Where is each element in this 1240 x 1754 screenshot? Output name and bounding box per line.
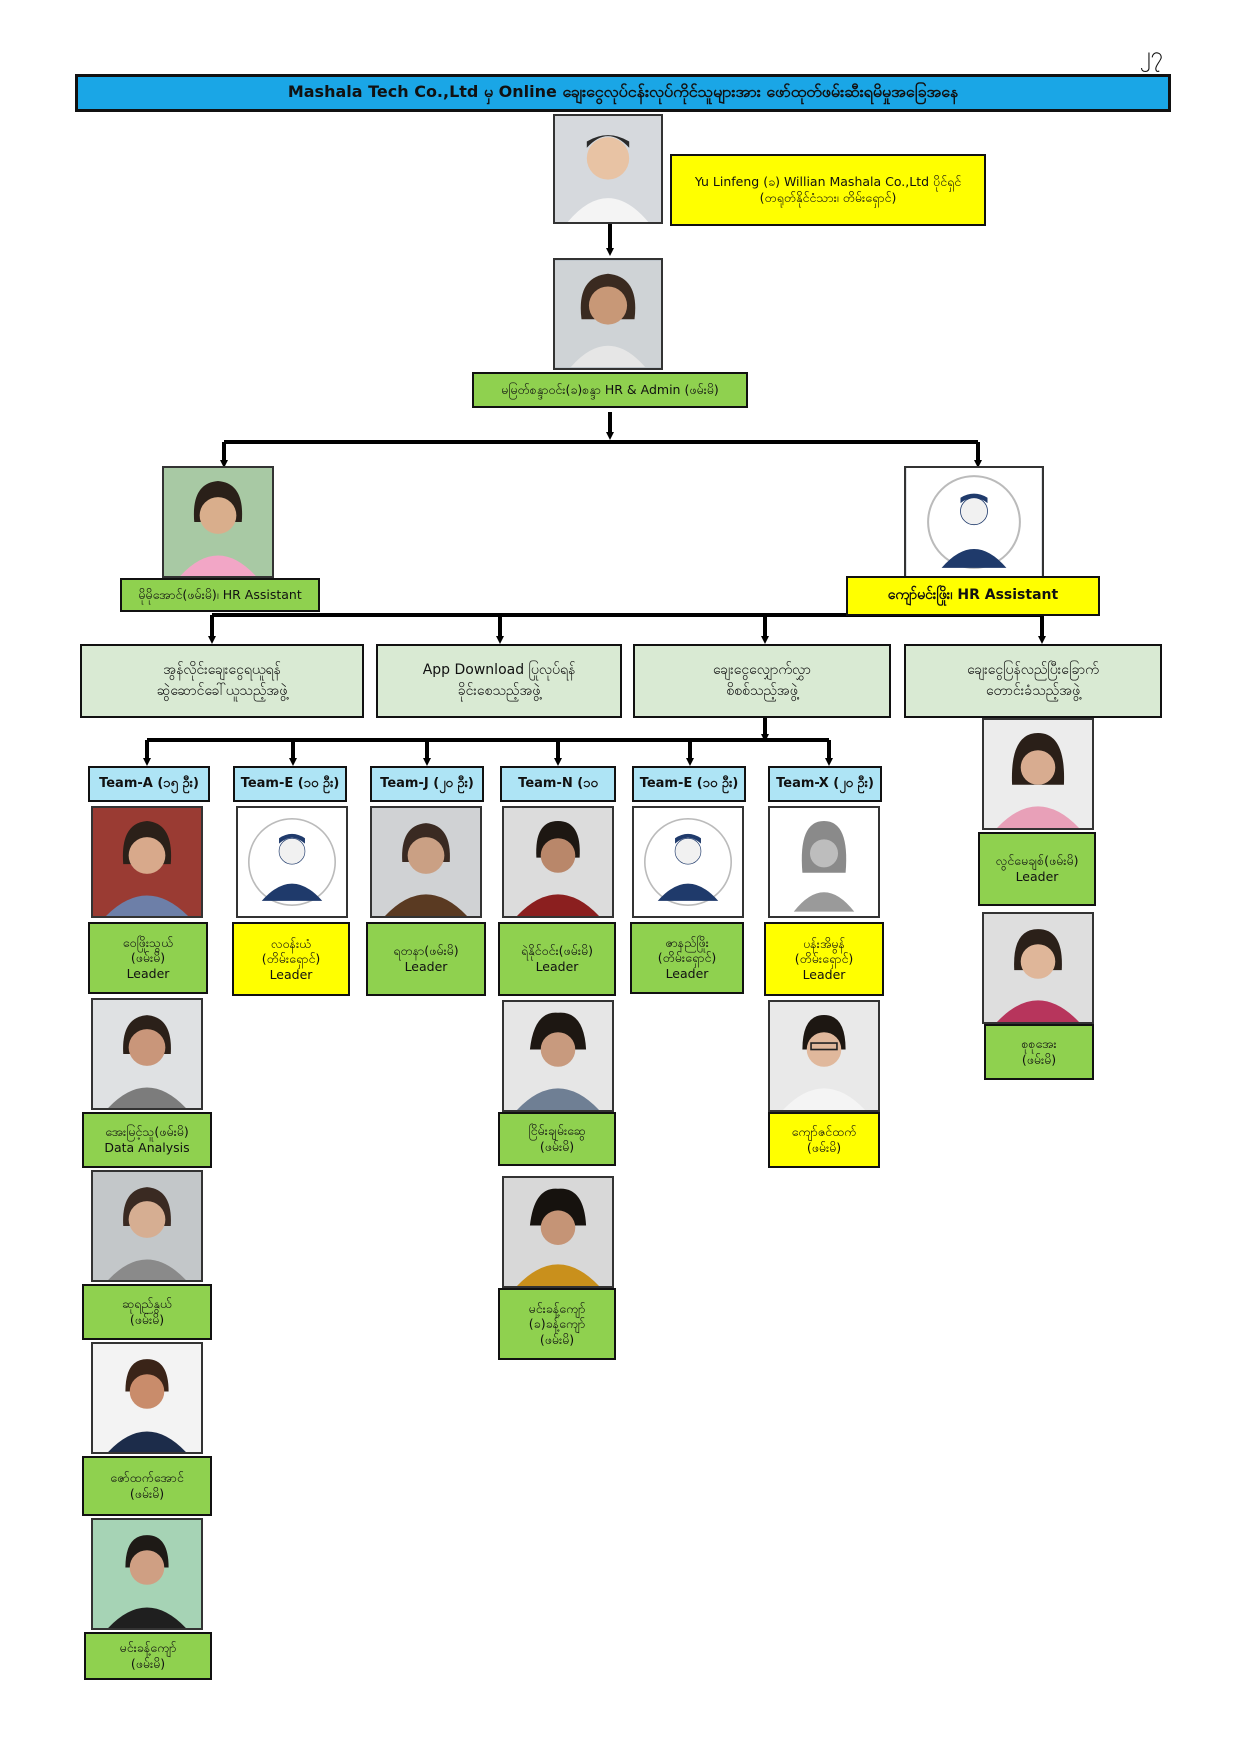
- collector-1-name: လွင်မေချစ်(ဖမ်းမိ): [995, 853, 1079, 869]
- team-n-member-1-name: ငြိမ်းချမ်းဆွေ: [528, 1123, 586, 1139]
- team-e-leader-role: Leader: [269, 966, 313, 982]
- group-collection-line2: တောင်းခံသည့်အဖွဲ့: [985, 683, 1081, 699]
- team-a-member-3-label: ဇော်ထက်အောင် (ဖမ်းမိ): [82, 1456, 212, 1516]
- boss-status: (တရုတ်နိုင်ငံသား၊ တိမ်းရှောင်): [759, 190, 897, 205]
- collector-2-name: စုစုအေး: [1021, 1036, 1057, 1052]
- team-n-header: Team-N (၁၀: [500, 766, 616, 802]
- team-e-leader-name: လဝန်းယံ: [270, 935, 312, 951]
- collector-2-status: (ဖမ်းမိ): [1021, 1052, 1057, 1067]
- team-a-member-1-name: အေးမြင့်သူ(ဖမ်းမိ): [105, 1124, 189, 1140]
- team-a-leader-photo: [91, 806, 203, 918]
- team-n-leader-role: Leader: [535, 959, 579, 974]
- team-e2-leader-name: ဇာနည်ဖြိုး: [665, 934, 709, 950]
- team-a-leader-label: ဝေဖြိုးသွယ် (ဖမ်းမိ) Leader: [88, 922, 208, 994]
- group-verification: ချေးငွေလျှောက်လွှာ စိစစ်သည့်အဖွဲ့: [633, 644, 891, 718]
- collector-1-photo: [982, 718, 1094, 830]
- collector-1-label: လွင်မေချစ်(ဖမ်းမိ) Leader: [978, 832, 1096, 906]
- team-n-leader-photo: [502, 806, 614, 918]
- group-app-download-line1: App Download ပြုလုပ်ရန်: [422, 662, 576, 678]
- page-number: ၂၇: [1140, 43, 1164, 68]
- boss-photo: [553, 114, 663, 224]
- hr-admin-photo: [553, 258, 663, 370]
- team-a-leader-name: ဝေဖြိုးသွယ်: [122, 934, 174, 950]
- team-a-member-4-status: (ဖမ်းမိ): [130, 1656, 166, 1671]
- team-j-leader-role: Leader: [404, 959, 448, 974]
- team-x-leader-name: ပန်းအိမွန်: [803, 935, 845, 951]
- team-j-header: Team-J (၂၀ ဦး): [370, 766, 484, 802]
- hr-assistant-left-photo: [162, 466, 274, 578]
- boss-name: Yu Linfeng (ခ) Willian Mashala Co.,Ltd ပ…: [694, 174, 962, 190]
- team-a-member-4-photo: [91, 1518, 203, 1630]
- team-j-leader-name: ရတနာ(ဖမ်းမိ): [393, 943, 459, 959]
- team-a-member-2-status: (ဖမ်းမိ): [129, 1312, 165, 1327]
- group-app-download-line2: ခိုင်းစေသည့်အဖွဲ့: [457, 683, 541, 699]
- team-x-header: Team-X (၂၀ ဦး): [768, 766, 882, 802]
- group-app-download: App Download ပြုလုပ်ရန် ခိုင်းစေသည့်အဖွဲ…: [376, 644, 622, 718]
- team-a-member-3-photo: [91, 1342, 203, 1454]
- group-collection: ချေးငွေပြန်လည်ပြီးခြောက် တောင်းခံသည့်အဖွ…: [904, 644, 1162, 718]
- team-a-leader-status: (ဖမ်းမိ): [130, 950, 166, 966]
- team-e-header: Team-E (၁၀ ဦး): [233, 766, 347, 802]
- team-a-member-1-photo: [91, 998, 203, 1110]
- team-x-member-1-photo: [768, 1000, 880, 1112]
- team-e2-leader-role: Leader: [665, 965, 709, 981]
- hr-assistant-right-photo: [904, 466, 1044, 578]
- team-n-leader-label: ရဲနိုင်ဝင်း(ဖမ်းမိ) Leader: [498, 922, 616, 996]
- team-j-leader-label: ရတနာ(ဖမ်းမိ) Leader: [366, 922, 486, 996]
- team-a-leader-role: Leader: [126, 965, 170, 981]
- team-x-leader-role: Leader: [802, 966, 846, 982]
- team-a-member-1-role: Data Analysis: [104, 1140, 190, 1155]
- team-a-member-2-name: ဆုရည်နွယ်: [122, 1296, 172, 1312]
- group-recruitment: အွန်လိုင်းချေးငွေရယူရန် ဆွဲဆောင်ခေါ်ယူသည…: [80, 644, 364, 718]
- team-x-leader-photo: [768, 806, 880, 918]
- team-e2-header: Team-E (၁၀ ဦး): [632, 766, 746, 802]
- team-n-member-1-status: (ဖမ်းမိ): [539, 1139, 575, 1154]
- team-a-member-4-name: မင်းခန့်ကျော်: [119, 1640, 177, 1656]
- team-x-member-1-name: ကျော်ဇင်ထက်: [791, 1124, 857, 1140]
- team-x-member-1-status: (ဖမ်းမိ): [806, 1140, 842, 1155]
- team-n-member-2-label: မင်းခန့်ကျော် (ခ)ခန့်ကျော် (ဖမ်းမိ): [498, 1288, 616, 1360]
- group-recruitment-line1: အွန်လိုင်းချေးငွေရယူရန်: [163, 662, 281, 678]
- team-n-member-2-status: (ဖမ်းမိ): [539, 1331, 575, 1347]
- group-collection-line1: ချေးငွေပြန်လည်ပြီးခြောက်: [967, 662, 1099, 678]
- team-n-member-2-photo: [502, 1176, 614, 1288]
- team-a-member-3-name: ဇော်ထက်အောင်: [110, 1470, 184, 1486]
- team-a-member-1-label: အေးမြင့်သူ(ဖမ်းမိ) Data Analysis: [82, 1112, 212, 1168]
- team-e2-leader-photo: [632, 806, 744, 918]
- team-a-header: Team-A (၁၅ ဦး): [88, 766, 210, 802]
- team-n-member-1-photo: [502, 1000, 614, 1112]
- team-e-leader-photo: [236, 806, 348, 918]
- team-n-member-2-alias: (ခ)ခန့်ကျော်: [528, 1316, 586, 1332]
- group-verification-line2: စိစစ်သည့်အဖွဲ့: [726, 683, 798, 699]
- hr-assistant-right-label: ကျော်မင်းဖြိုး၊ HR Assistant: [846, 576, 1100, 616]
- team-e2-leader-label: ဇာနည်ဖြိုး (တိမ်းရှောင်) Leader: [630, 922, 744, 994]
- hr-admin-label: မမြတ်စန္ဒာဝင်း(ခ)စန္ဒာ HR & Admin (ဖမ်းမ…: [472, 372, 748, 408]
- team-x-leader-status: (တိမ်းရှောင်): [794, 951, 854, 967]
- boss-label: Yu Linfeng (ခ) Willian Mashala Co.,Ltd ပ…: [670, 154, 986, 226]
- hr-assistant-left-label: မိုမိုအောင်(ဖမ်းမိ)၊ HR Assistant: [120, 578, 320, 612]
- team-j-leader-photo: [370, 806, 482, 918]
- team-a-member-2-photo: [91, 1170, 203, 1282]
- team-a-member-4-label: မင်းခန့်ကျော် (ဖမ်းမိ): [84, 1632, 212, 1680]
- team-a-member-3-status: (ဖမ်းမိ): [129, 1486, 165, 1501]
- team-x-member-1-label: ကျော်ဇင်ထက် (ဖမ်းမိ): [768, 1112, 880, 1168]
- team-e-leader-status: (တိမ်းရှောင်): [261, 951, 321, 967]
- group-recruitment-line2: ဆွဲဆောင်ခေါ်ယူသည့်အဖွဲ့: [156, 683, 288, 699]
- team-n-member-1-label: ငြိမ်းချမ်းဆွေ (ဖမ်းမိ): [498, 1112, 616, 1166]
- page-title: Mashala Tech Co.,Ltd မှ Online ချေးငွေလု…: [75, 74, 1171, 112]
- collector-2-photo: [982, 912, 1094, 1024]
- team-x-leader-label: ပန်းအိမွန် (တိမ်းရှောင်) Leader: [764, 922, 884, 996]
- team-n-member-2-name: မင်းခန့်ကျော်: [528, 1300, 586, 1316]
- group-verification-line1: ချေးငွေလျှောက်လွှာ: [713, 662, 811, 678]
- team-a-member-2-label: ဆုရည်နွယ် (ဖမ်းမိ): [82, 1284, 212, 1340]
- collector-1-role: Leader: [1015, 869, 1059, 884]
- team-n-leader-name: ရဲနိုင်ဝင်း(ဖမ်းမိ): [520, 943, 594, 959]
- team-e-leader-label: လဝန်းယံ (တိမ်းရှောင်) Leader: [232, 922, 350, 996]
- team-e2-leader-status: (တိမ်းရှောင်): [657, 950, 717, 966]
- collector-2-label: စုစုအေး (ဖမ်းမိ): [984, 1024, 1094, 1080]
